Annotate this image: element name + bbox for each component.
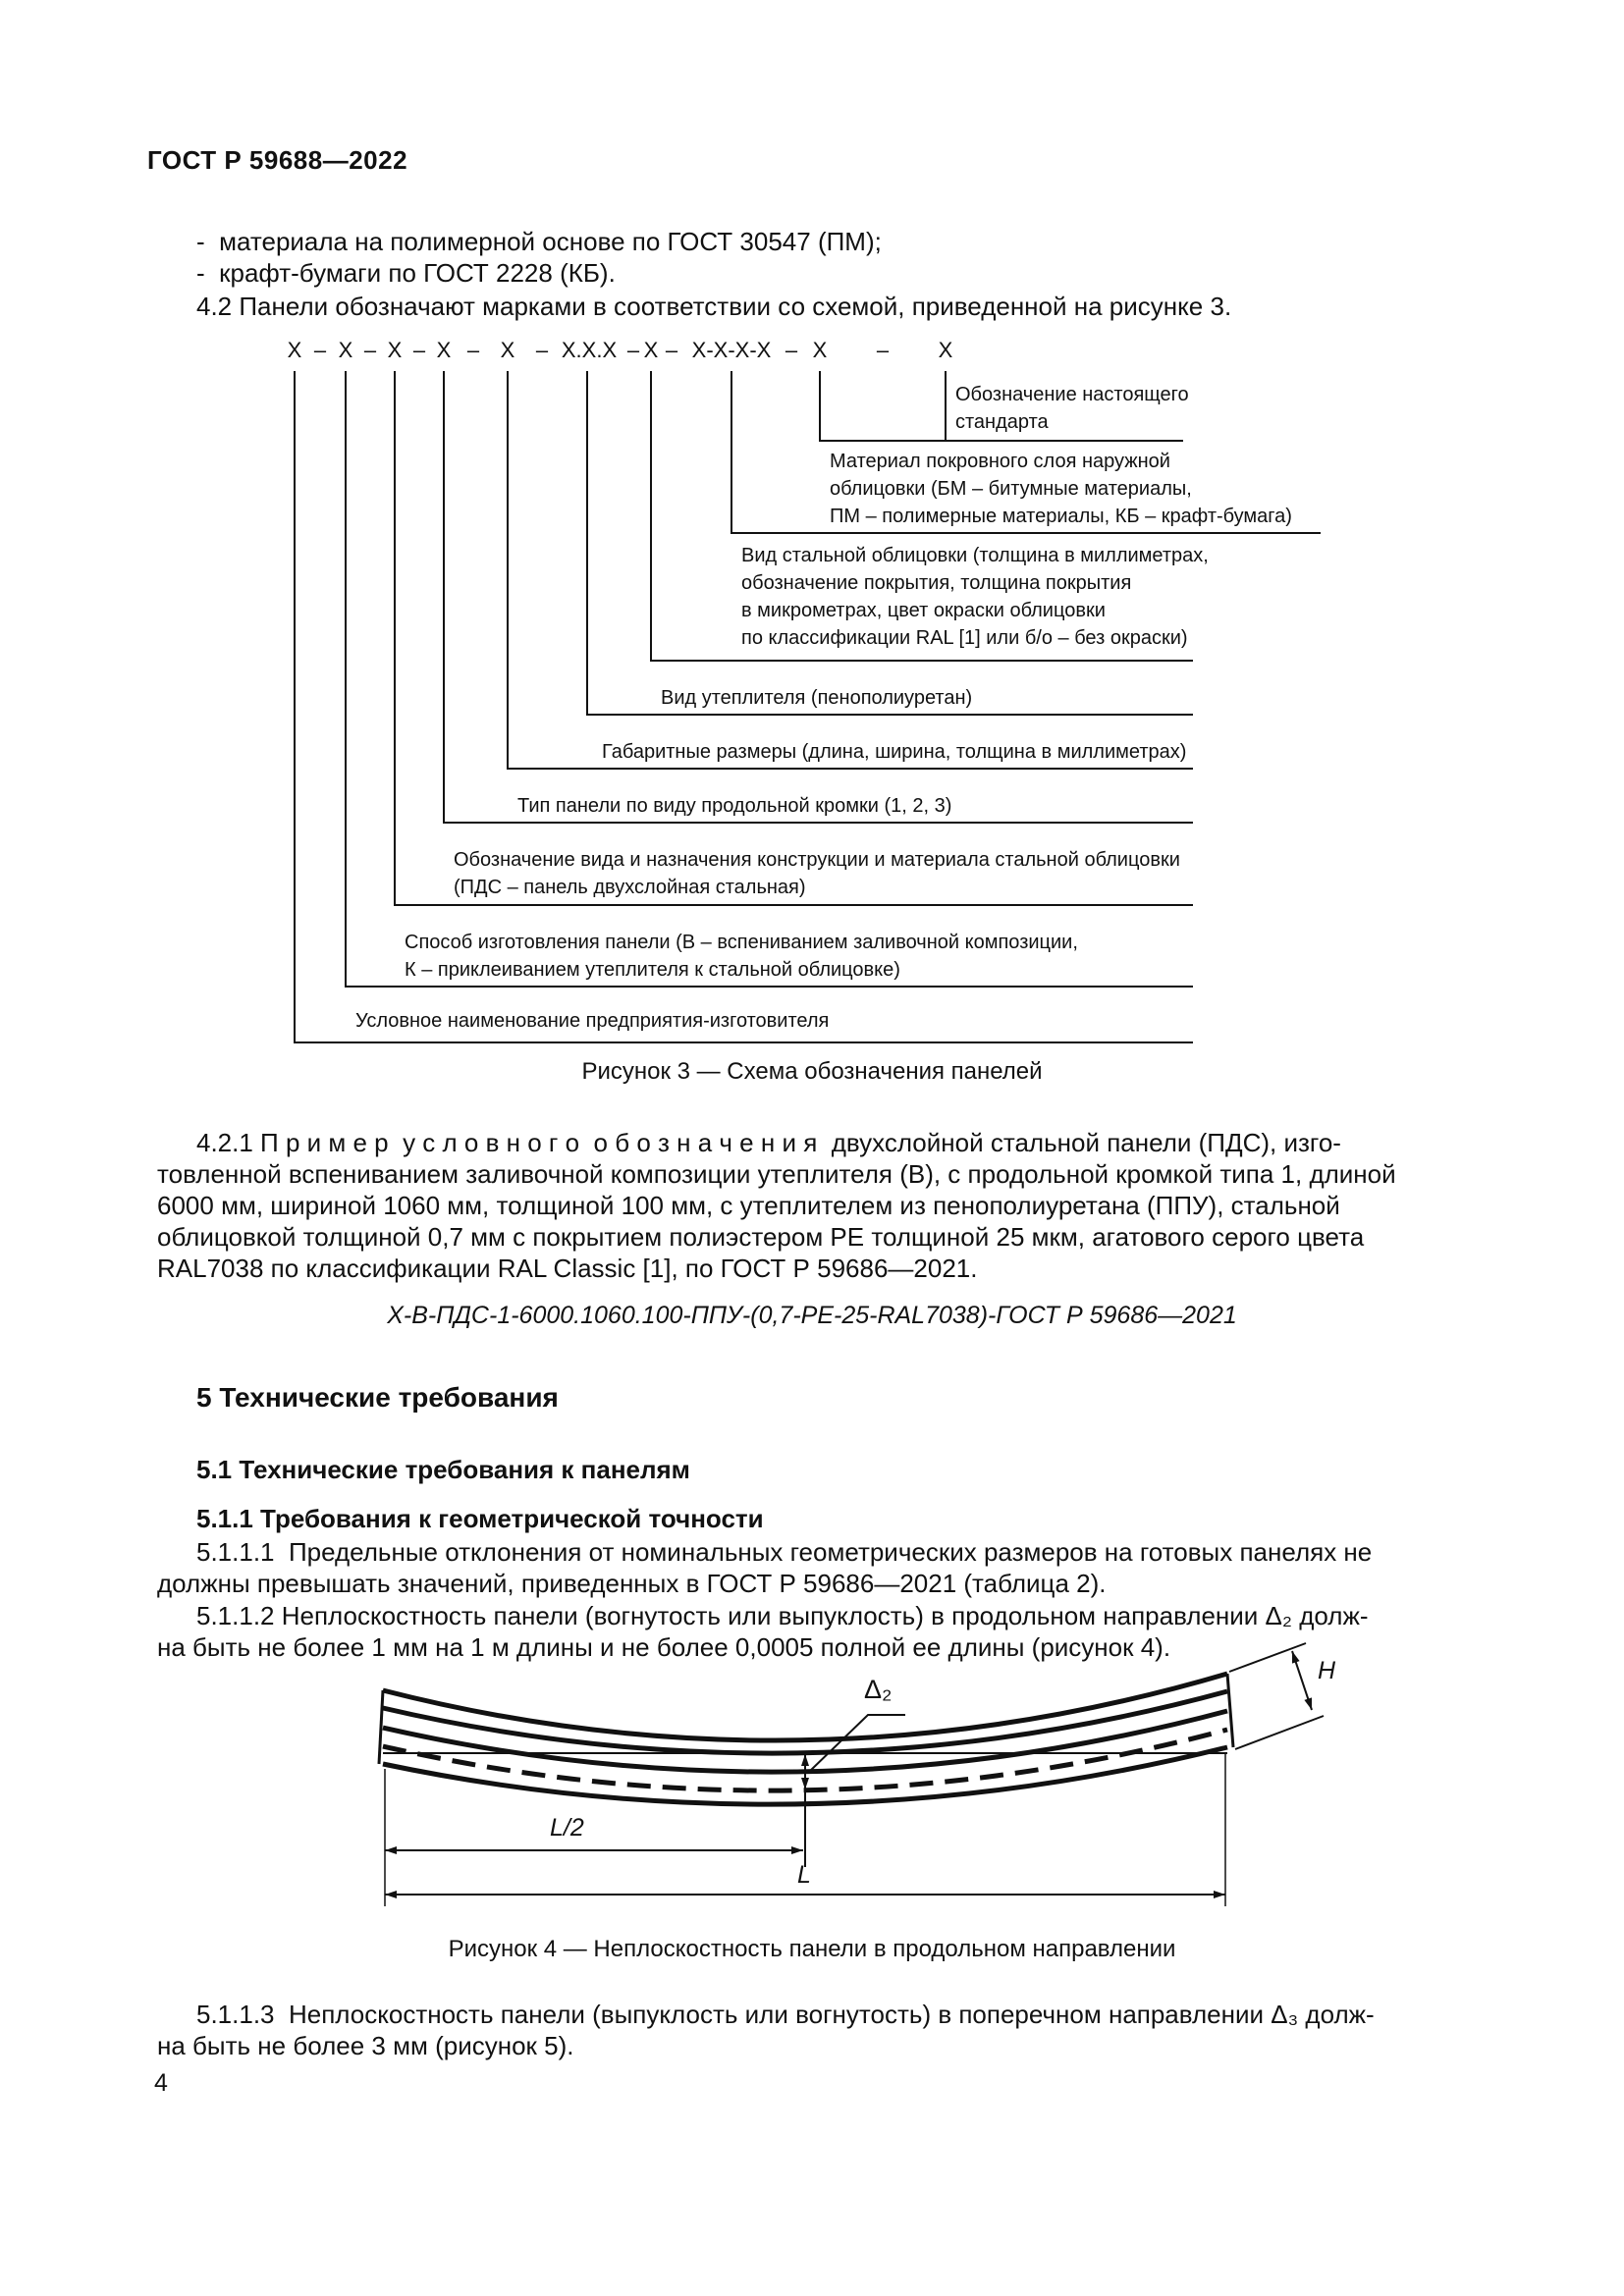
designation-scheme-lines (294, 371, 1321, 1043)
designation-example: Х-В-ПДС-1-6000.1060.100-ППУ-(0,7-РЕ-25-R… (387, 1302, 1237, 1329)
section-5-heading: 5 Технические требования (196, 1382, 559, 1413)
scheme-label-construction: Обозначение вида и назначения конструкци… (454, 849, 1180, 898)
scheme-label-steel-facing: Вид стальной облицовки (толщина в миллим… (741, 545, 1209, 649)
scheme-x-5: Х (500, 338, 515, 362)
section-5-1-heading: 5.1 Технические требования к панелям (196, 1455, 690, 1484)
scheme-dash: – (412, 338, 426, 362)
section-5-1-1-heading: 5.1.1 Требования к геометрической точнос… (196, 1504, 764, 1533)
scheme-label-dimensions: Габаритные размеры (длина, ширина, толщи… (602, 741, 1187, 763)
scheme-label-method: Способ изготовления панели (В – вспенива… (405, 932, 1078, 981)
scheme-label-edge-type: Тип панели по виду продольной кромки (1,… (517, 795, 952, 817)
paragraph-5-1-1-1: 5.1.1.1 Предельные отклонения от номинал… (157, 1537, 1373, 1598)
scheme-dash: – (785, 338, 798, 362)
paragraph-4-2-1: 4.2.1 П р и м е р у с л о в н о г о о б … (157, 1128, 1396, 1283)
scheme-label-manufacturer: Условное наименование предприятия-изгото… (355, 1010, 830, 1032)
figure-4-l-label: L (797, 1861, 811, 1889)
panel-flatness-drawing (377, 1642, 1325, 1906)
figure-4-delta-label: Δ₂ (864, 1675, 893, 1704)
bullet-list: - материала на полимерной основе по ГОСТ… (196, 227, 882, 288)
scheme-x-8: Х-Х-Х-Х (691, 338, 772, 362)
figure-4-caption: Рисунок 4 — Неплоскостность панели в про… (448, 1936, 1176, 1962)
scheme-dash: – (363, 338, 377, 362)
scheme-dash: – (535, 338, 549, 362)
scheme-label-insulation: Вид утеплителя (пенополиуретан) (661, 687, 973, 709)
figure-4-h-label: H (1318, 1657, 1336, 1684)
paragraph-5-1-1-3: 5.1.1.3 Неплоскостность панели (выпуклос… (157, 2000, 1375, 2060)
scheme-x-6: Х.Х.Х (561, 338, 618, 362)
scheme-dash: – (665, 338, 678, 362)
page-number: 4 (154, 2069, 168, 2097)
paragraph-4-2: 4.2 Панели обозначают марками в соответс… (196, 292, 1232, 321)
scheme-label-cover-material: Материал покровного слоя наружной облицо… (830, 451, 1292, 527)
figure-4-l-half-label: L/2 (550, 1814, 584, 1842)
document-header: ГОСТ Р 59688—2022 (147, 145, 408, 175)
scheme-x-1: Х (287, 338, 302, 362)
paragraph-5-1-1-2: 5.1.1.2 Неплоскостность панели (вогнутос… (157, 1601, 1369, 1662)
scheme-x-4: Х (436, 338, 452, 362)
scheme-x-3: Х (387, 338, 403, 362)
scheme-dash: – (876, 338, 890, 362)
scheme-x-2: Х (338, 338, 353, 362)
figure-3-caption: Рисунок 3 — Схема обозначения панелей (581, 1058, 1043, 1085)
scheme-dash: – (466, 338, 480, 362)
scheme-x-9: Х (812, 338, 828, 362)
scheme-label-standard: Обозначение настоящего стандарта (955, 384, 1189, 433)
scheme-x-7: Х (643, 338, 659, 362)
scheme-x-10: Х (938, 338, 953, 362)
scheme-dash: – (313, 338, 327, 362)
scheme-dash: – (626, 338, 640, 362)
